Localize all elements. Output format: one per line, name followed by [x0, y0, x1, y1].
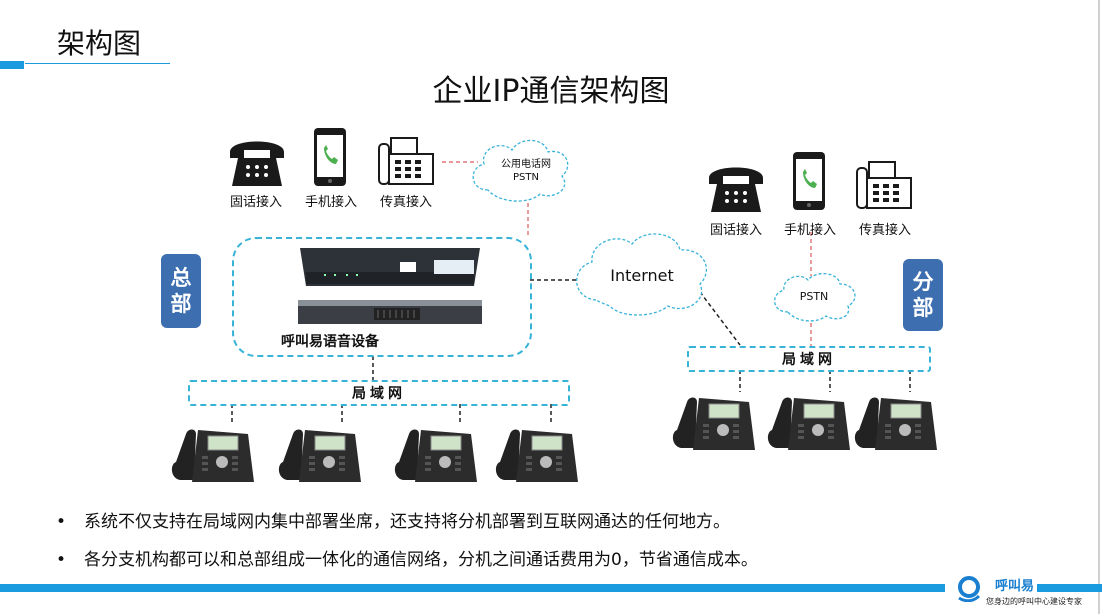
mobile-phone-icon: [314, 128, 346, 186]
bullet-text: 系统不仅支持在局域网内集中部署坐席，还支持将分机部署到互联网通达的任何地方。: [84, 512, 730, 532]
branch-landline-label: 固话接入: [710, 223, 763, 238]
internet-cloud: Internet: [610, 266, 674, 285]
bullet-text: 各分支机构都可以和总部组成一体化的通信网络，分机之间通话费用为0，节省通信成本。: [84, 550, 758, 570]
hq-fax-label: 传真接入: [380, 195, 433, 210]
internet-cloud-shape: [576, 233, 708, 316]
bullet-item: • 各分支机构都可以和总部组成一体化的通信网络，分机之间通话费用为0，节省通信成本…: [56, 545, 758, 570]
logo-name: 呼叫易: [992, 575, 1038, 594]
pstn-cloud: 公用电话网 PSTN: [501, 159, 551, 183]
branch-lan: 局域网: [687, 346, 931, 372]
pstn-cloud-shape: [472, 139, 569, 202]
header-underline: [25, 63, 170, 64]
logo-icon: [958, 576, 981, 602]
branch-mobile-label: 手机接入: [784, 223, 837, 238]
fax-machine-icon: [856, 161, 912, 209]
fax-machine-icon: [378, 137, 434, 185]
ip-phone: [278, 429, 362, 483]
bullet-item: • 系统不仅支持在局域网内集中部署坐席，还支持将分机部署到互联网通达的任何地方。: [56, 507, 730, 532]
hq-badge: 总 部: [161, 254, 201, 328]
diagram-title: 企业IP通信架构图: [432, 74, 670, 109]
footer-bar-right: [1030, 584, 1102, 592]
ip-phone: [495, 429, 579, 483]
hq-mobile-label: 手机接入: [305, 195, 358, 210]
slide-edge: [1098, 0, 1100, 614]
bullet-dot: •: [56, 512, 67, 532]
ip-phone: [767, 397, 851, 451]
hq-device-group: [232, 237, 532, 357]
hq-landline-label: 固话接入: [230, 195, 283, 210]
hq-lan: 局域网: [188, 380, 570, 406]
landline-phone-icon: [230, 141, 284, 186]
ip-phone: [394, 429, 478, 483]
branch-fax-label: 传真接入: [859, 223, 912, 238]
branch-pstn-cloud: PSTN: [799, 290, 829, 303]
header-accent-mark: [0, 61, 24, 69]
voice-gateway-device: [298, 248, 482, 324]
page-title: 架构图: [57, 27, 142, 60]
internet-branch-link: [699, 291, 741, 346]
landline-phone-icon: [709, 167, 763, 212]
bullet-dot: •: [56, 550, 67, 570]
ip-phone: [854, 397, 938, 451]
ip-phone: [672, 397, 756, 451]
footer-bar: [0, 584, 945, 592]
branch-pstn-cloud-shape: [774, 273, 856, 322]
device-label: 呼叫易语音设备: [281, 334, 379, 350]
ip-phone: [171, 429, 255, 483]
logo-slogan: 您身边的呼叫中心建设专家: [986, 597, 1082, 606]
mobile-phone-icon: [793, 152, 825, 210]
branch-badge: 分 部: [903, 259, 943, 331]
